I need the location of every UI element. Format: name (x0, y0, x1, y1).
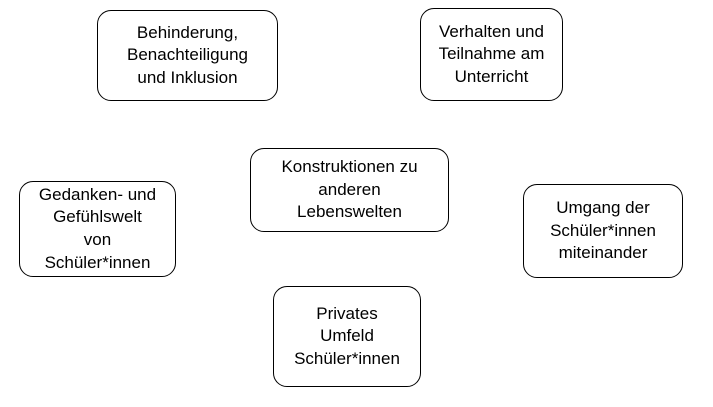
topic-label-privates-umfeld: Privates Umfeld Schüler*innen (294, 303, 400, 368)
topic-label-umgang: Umgang der Schüler*innen miteinander (550, 198, 656, 263)
topic-box-gedanken: Gedanken- und Gefühlswelt von Schüler*in… (19, 181, 176, 277)
topic-label-gedanken: Gedanken- und Gefühlswelt von Schüler*in… (38, 184, 157, 272)
central-topic-box: Konstruktionen zu anderen Lebenswelten (250, 148, 449, 232)
topic-label-behinderung: Behinderung, Benachteiligung und Inklusi… (127, 22, 248, 87)
topic-label-verhalten: Verhalten und Teilnahme am Unterricht (438, 21, 545, 86)
topic-box-umgang: Umgang der Schüler*innen miteinander (523, 184, 683, 278)
topic-box-verhalten: Verhalten und Teilnahme am Unterricht (420, 8, 563, 101)
topic-box-behinderung: Behinderung, Benachteiligung und Inklusi… (97, 10, 278, 101)
topic-box-privates-umfeld: Privates Umfeld Schüler*innen (273, 286, 421, 387)
central-topic-label: Konstruktionen zu anderen Lebenswelten (281, 157, 418, 222)
